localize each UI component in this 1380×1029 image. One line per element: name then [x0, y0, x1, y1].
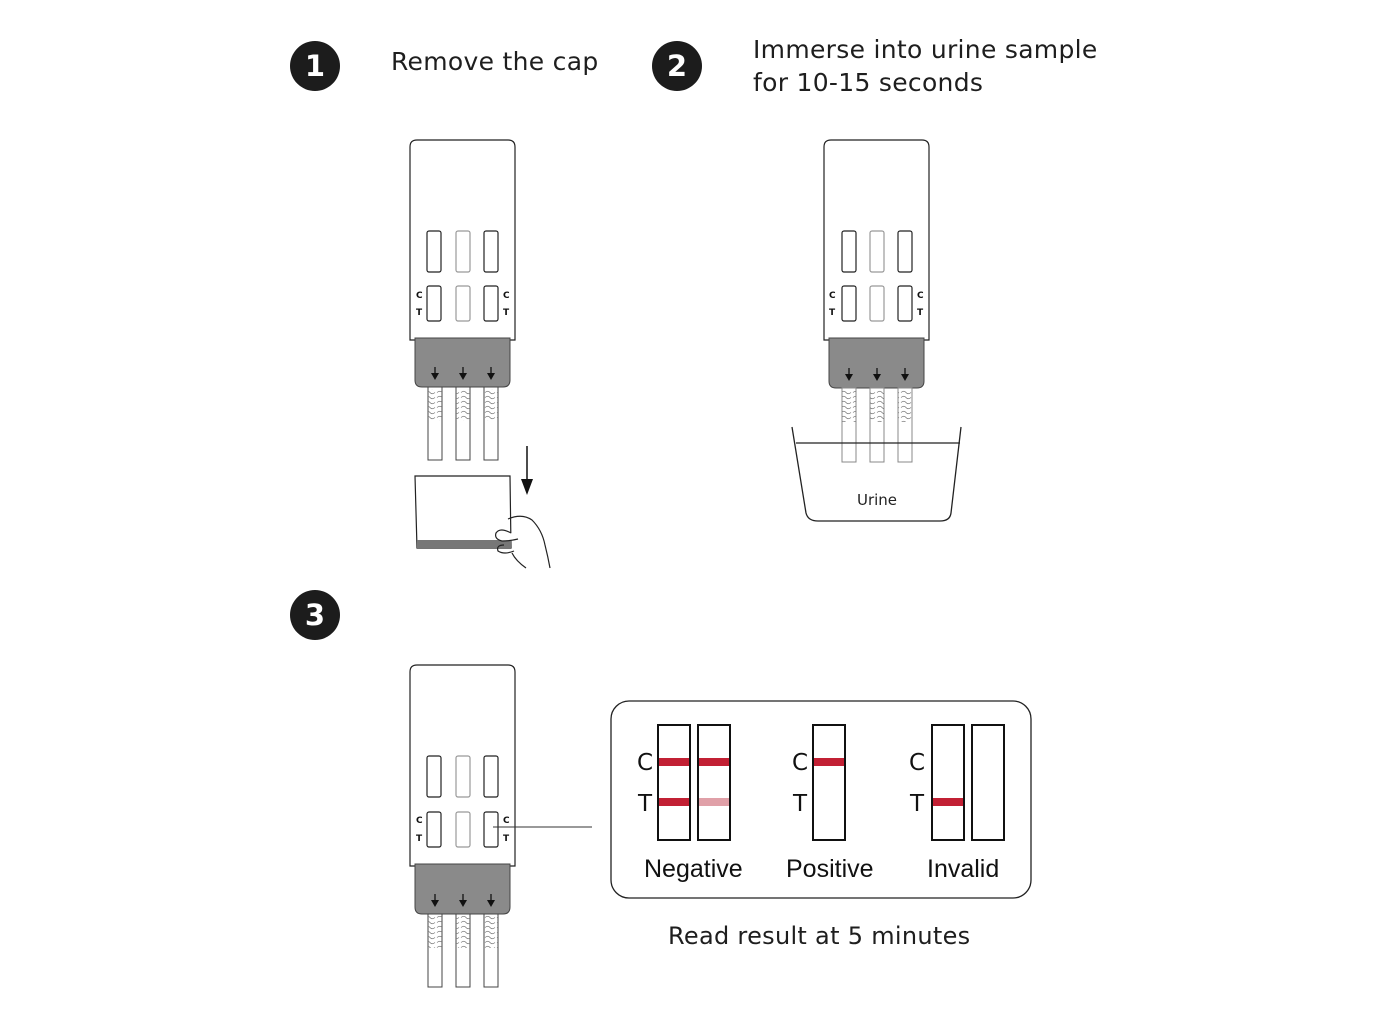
- absorbent-strips: [427, 386, 499, 461]
- urine-cup: Urine: [791, 426, 962, 522]
- negative-t-letter: T: [637, 791, 653, 817]
- negative-c-letter: C: [637, 750, 653, 776]
- device-c-left: C: [416, 291, 423, 301]
- svg-text:C: C: [829, 291, 836, 301]
- down-arrow: [521, 446, 533, 495]
- test-device-reading: C T C T: [409, 664, 516, 988]
- device-c-right: C: [503, 291, 510, 301]
- faint-test-line: [699, 798, 729, 806]
- hand-icon: [495, 515, 551, 569]
- svg-text:T: T: [792, 791, 808, 817]
- read-result-note: Read result at 5 minutes: [668, 922, 971, 950]
- device-t-right: T: [503, 308, 510, 318]
- window-upper-left: [426, 230, 442, 273]
- svg-text:C: C: [416, 816, 423, 826]
- svg-text:C: C: [909, 750, 925, 776]
- window-lower-right: [483, 285, 499, 322]
- step-1-illustration: C T C T: [409, 139, 551, 569]
- step-3-illustration: C T C T: [409, 664, 592, 988]
- positive-label: Positive: [786, 855, 874, 883]
- svg-text:T: T: [917, 308, 924, 318]
- svg-text:T: T: [829, 308, 836, 318]
- window-lower-middle: [455, 285, 471, 322]
- svg-text:C: C: [917, 291, 924, 301]
- step-1-text: Remove the cap: [391, 47, 599, 76]
- invalid-result: C T: [909, 724, 1005, 841]
- svg-text:T: T: [503, 834, 510, 844]
- step-2-badge: 2: [652, 41, 702, 91]
- window-upper-right: [483, 230, 499, 273]
- positive-result: C T: [792, 724, 846, 841]
- test-device-immersed: C T C T: [823, 139, 930, 463]
- step-3-badge: 3: [290, 590, 340, 640]
- step-1-badge: 1: [290, 41, 340, 91]
- step-2-text-line1: Immerse into urine sample: [753, 35, 1098, 64]
- negative-label: Negative: [644, 855, 743, 883]
- svg-text:T: T: [416, 834, 423, 844]
- result-window-highlighted: [483, 811, 499, 848]
- removed-cap: [414, 475, 512, 549]
- window-upper-middle: [455, 230, 471, 273]
- device-t-left: T: [416, 308, 423, 318]
- negative-result: C T: [637, 724, 731, 841]
- urine-label: Urine: [857, 491, 897, 509]
- svg-text:T: T: [909, 791, 925, 817]
- step-2-illustration: C T C T Urine: [791, 139, 962, 522]
- window-lower-left: [426, 285, 442, 322]
- svg-text:C: C: [503, 816, 510, 826]
- test-device: C T C T: [409, 139, 516, 388]
- svg-text:C: C: [792, 750, 808, 776]
- step-2-text-line2: for 10-15 seconds: [753, 68, 984, 97]
- results-panel: C T C T C T: [610, 700, 1032, 899]
- invalid-label: Invalid: [927, 855, 1000, 883]
